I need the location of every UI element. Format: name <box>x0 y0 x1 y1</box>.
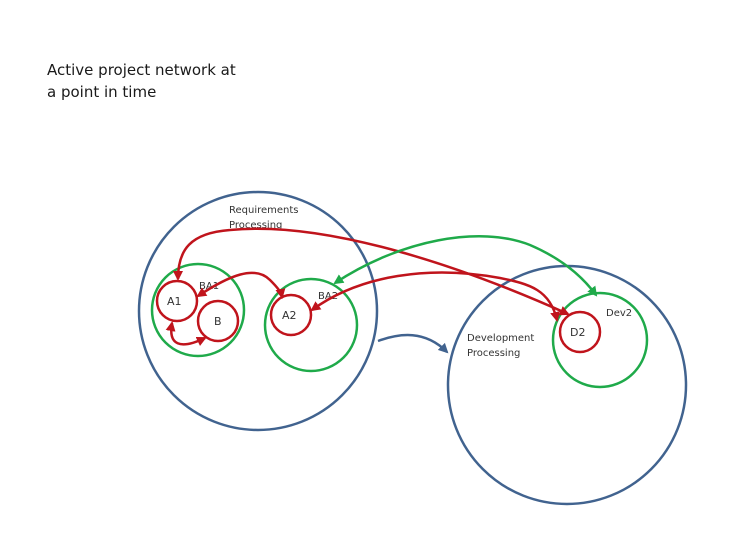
person-node-a2: A2 <box>269 293 313 337</box>
title-line-2: a point in time <box>47 83 157 101</box>
person-node-d2: D2 <box>558 310 602 354</box>
b-label: B <box>214 315 222 328</box>
edge-a2-to-d2 <box>310 271 561 322</box>
edge-ba2-to-dev2 <box>333 235 598 297</box>
edge-a1-to-a2 <box>196 271 286 299</box>
person-node-b: B <box>196 299 240 343</box>
requirements-label-2: Processing <box>229 220 282 231</box>
person-node-a1: A1 <box>155 279 199 323</box>
edge-d2-to-a1 <box>173 227 570 316</box>
diagram-title: Active project network at a point in tim… <box>47 59 236 103</box>
dev2-label: Dev2 <box>606 308 632 319</box>
requirements-label-1: Requirements <box>229 205 299 216</box>
title-line-1: Active project network at <box>47 61 236 79</box>
edge-a1-to-b <box>165 321 207 346</box>
a1-label: A1 <box>167 295 182 308</box>
development-label-1: Development <box>467 333 534 344</box>
d2-label: D2 <box>570 326 585 339</box>
a2-label: A2 <box>282 309 297 322</box>
edge-req-to-dev <box>377 333 449 354</box>
team-node-dev2: Dev2 <box>551 291 649 389</box>
development-label-2: Processing <box>467 348 520 359</box>
process-node-development: Development Processing <box>446 264 688 506</box>
